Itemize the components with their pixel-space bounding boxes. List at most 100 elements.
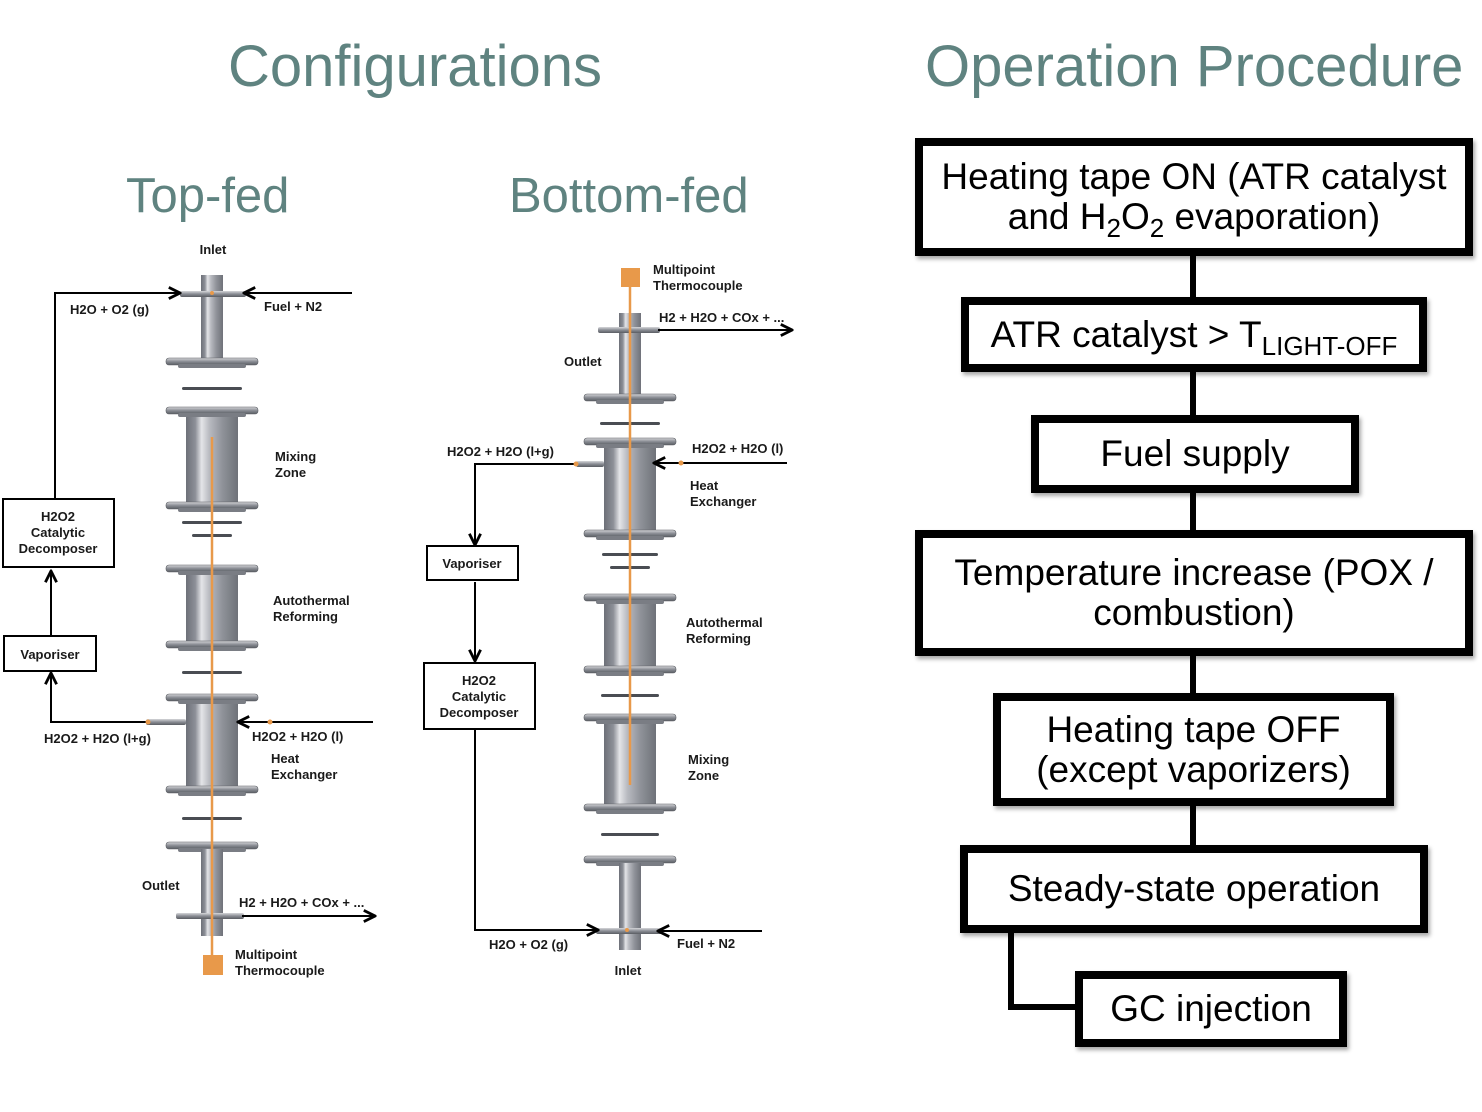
- side-port: [176, 913, 244, 919]
- inlet-dot: [210, 291, 214, 295]
- step-heating-tape-on: Heating tape ON (ATR catalyst and H2O2 e…: [915, 138, 1473, 256]
- step-gc-injection: GC injection: [1075, 971, 1347, 1047]
- bottom-fed-labels: Multipoint Thermocouple H2 + H2O + COx +…: [447, 262, 784, 978]
- flange: [165, 406, 259, 415]
- bottom-fed-boxes: Vaporiser H2O2 Catalytic Decomposer: [423, 545, 536, 730]
- bottom-inlet-label: Inlet: [615, 963, 642, 978]
- top-h2o-o2-label: H2O + O2 (g): [70, 302, 149, 317]
- top-atr-label-2: Reforming: [273, 609, 338, 624]
- step5-line2: (except vaporizers): [1036, 748, 1351, 790]
- reactor-configurations-diagram: H2O2 Catalytic Decomposer Vaporiser Inle…: [2, 242, 900, 978]
- top-fed-reactor: [146, 275, 259, 975]
- top-fed-labels: Inlet H2O + O2 (g) Fuel + N2 Mixing Zone…: [44, 242, 364, 978]
- top-hx-label-2: Exchanger: [271, 767, 337, 782]
- step1-sub2: 2: [1149, 213, 1165, 243]
- gasket: [601, 833, 659, 836]
- step5-line1: Heating tape OFF: [1046, 708, 1341, 750]
- top-thermocouple-label-2: Thermocouple: [235, 963, 325, 978]
- side-port: [596, 928, 662, 934]
- top-decomposer-box: [2, 498, 115, 568]
- operation-procedure-title: Operation Procedure: [925, 34, 1464, 99]
- top-thermocouple-label-1: Multipoint: [235, 947, 298, 962]
- bottom-fed-flows: [475, 330, 792, 931]
- port-dot: [145, 719, 151, 725]
- connector-4-5: [1190, 650, 1196, 698]
- top-decomposer-label-1: H2O2: [41, 509, 75, 524]
- step1-mid: O: [1120, 196, 1150, 237]
- top-fed-boxes: H2O2 Catalytic Decomposer Vaporiser: [2, 498, 115, 672]
- flange-lip: [178, 364, 246, 368]
- top-mixing-label-1: Mixing: [275, 449, 316, 464]
- top-product-label: H2 + H2O + COx + ...: [239, 895, 364, 910]
- top-fuel-n2-label: Fuel + N2: [264, 299, 322, 314]
- bottom-decomposer-label-2: Catalytic: [452, 689, 506, 704]
- bottom-hx-label-1: Heat: [690, 478, 719, 493]
- bottom-decomposer-label-3: Decomposer: [440, 705, 519, 720]
- bottom-decomposer-label-1: H2O2: [462, 673, 496, 688]
- bottom-atr-label-2: Reforming: [686, 631, 751, 646]
- bottom-hx-label-2: Exchanger: [690, 494, 756, 509]
- configurations-title: Configurations: [228, 34, 602, 99]
- h2o-o2-flow-line: [54, 293, 180, 498]
- step-steady-state: Steady-state operation: [960, 845, 1428, 933]
- step7-text: GC injection: [1110, 988, 1312, 1029]
- bottom-vaporiser-label: Vaporiser: [442, 556, 501, 571]
- thermocouple-head: [203, 955, 223, 975]
- step6-text: Steady-state operation: [1007, 868, 1381, 909]
- bottom-mixing-label-1: Mixing: [688, 752, 729, 767]
- port-dot: [267, 719, 273, 725]
- flange: [583, 855, 677, 864]
- bottom-h2o-o2-label: H2O + O2 (g): [489, 937, 568, 952]
- top-h2o2-l-label: H2O2 + H2O (l): [252, 729, 343, 744]
- step1-line2-post: evaporation): [1164, 196, 1381, 237]
- flange: [165, 357, 259, 366]
- bottom-fuel-n2-label: Fuel + N2: [677, 936, 735, 951]
- bottom-h2o2-lg-label: H2O2 + H2O (l+g): [447, 444, 554, 459]
- bottom-mixing-label-2: Zone: [688, 768, 719, 783]
- step4-line1: Temperature increase (POX /: [954, 552, 1434, 593]
- top-fed-title: Top-fed: [126, 169, 290, 223]
- connector-1-2: [1190, 250, 1196, 302]
- bottom-fed-reactor: [576, 268, 677, 950]
- bottom-product-label: H2 + H2O + COx + ...: [659, 310, 784, 325]
- step3-text: Fuel supply: [1100, 433, 1290, 474]
- top-fed-flows: [51, 293, 375, 916]
- h2o2-lg-flow-line: [51, 673, 148, 723]
- top-outlet-label: Outlet: [142, 878, 180, 893]
- bottom-decomposer-box: [423, 662, 536, 730]
- top-vaporiser-label: Vaporiser: [20, 647, 79, 662]
- bottom-h2o2-lg-flow-line: [475, 463, 578, 545]
- top-atr-label-1: Autothermal: [273, 593, 350, 608]
- connector-6-7-vertical: [1008, 925, 1014, 1010]
- step2-sub: LIGHT-OFF: [1261, 330, 1398, 361]
- pipe: [619, 863, 641, 950]
- top-inlet-label: Inlet: [200, 242, 227, 257]
- inlet-dot: [625, 928, 629, 932]
- port-dot: [573, 461, 579, 467]
- flange-lip: [596, 810, 664, 814]
- step1-sub1: 2: [1106, 213, 1121, 243]
- step-temperature-increase: Temperature increase (POX /combustion): [915, 530, 1473, 656]
- bottom-thermocouple-label-2: Thermocouple: [653, 278, 743, 293]
- bottom-outlet-label: Outlet: [564, 354, 602, 369]
- pipe: [201, 275, 223, 362]
- step1-line1: Heating tape ON (ATR catalyst: [941, 156, 1447, 197]
- connector-6-7-horizontal: [1008, 1004, 1080, 1010]
- top-decomposer-label-2: Catalytic: [31, 525, 85, 540]
- bottom-fed-title: Bottom-fed: [509, 169, 749, 223]
- gasket: [182, 387, 242, 390]
- flange: [583, 803, 677, 812]
- bottom-h2o2-l-label: H2O2 + H2O (l): [692, 441, 783, 456]
- step-fuel-supply: Fuel supply: [1031, 415, 1359, 493]
- flange-lip: [178, 413, 246, 417]
- step1-line2-pre: and H: [1007, 196, 1107, 237]
- connector-2-3: [1190, 366, 1196, 420]
- top-mixing-label-2: Zone: [275, 465, 306, 480]
- bottom-vaporiser-box: [426, 545, 519, 581]
- side-port: [146, 719, 186, 725]
- side-port: [576, 461, 604, 467]
- top-decomposer-label-3: Decomposer: [19, 541, 98, 556]
- connector-5-6: [1190, 800, 1196, 850]
- step-atr-light-off: ATR catalyst > TLIGHT-OFF: [961, 297, 1427, 372]
- connector-3-4: [1190, 487, 1196, 535]
